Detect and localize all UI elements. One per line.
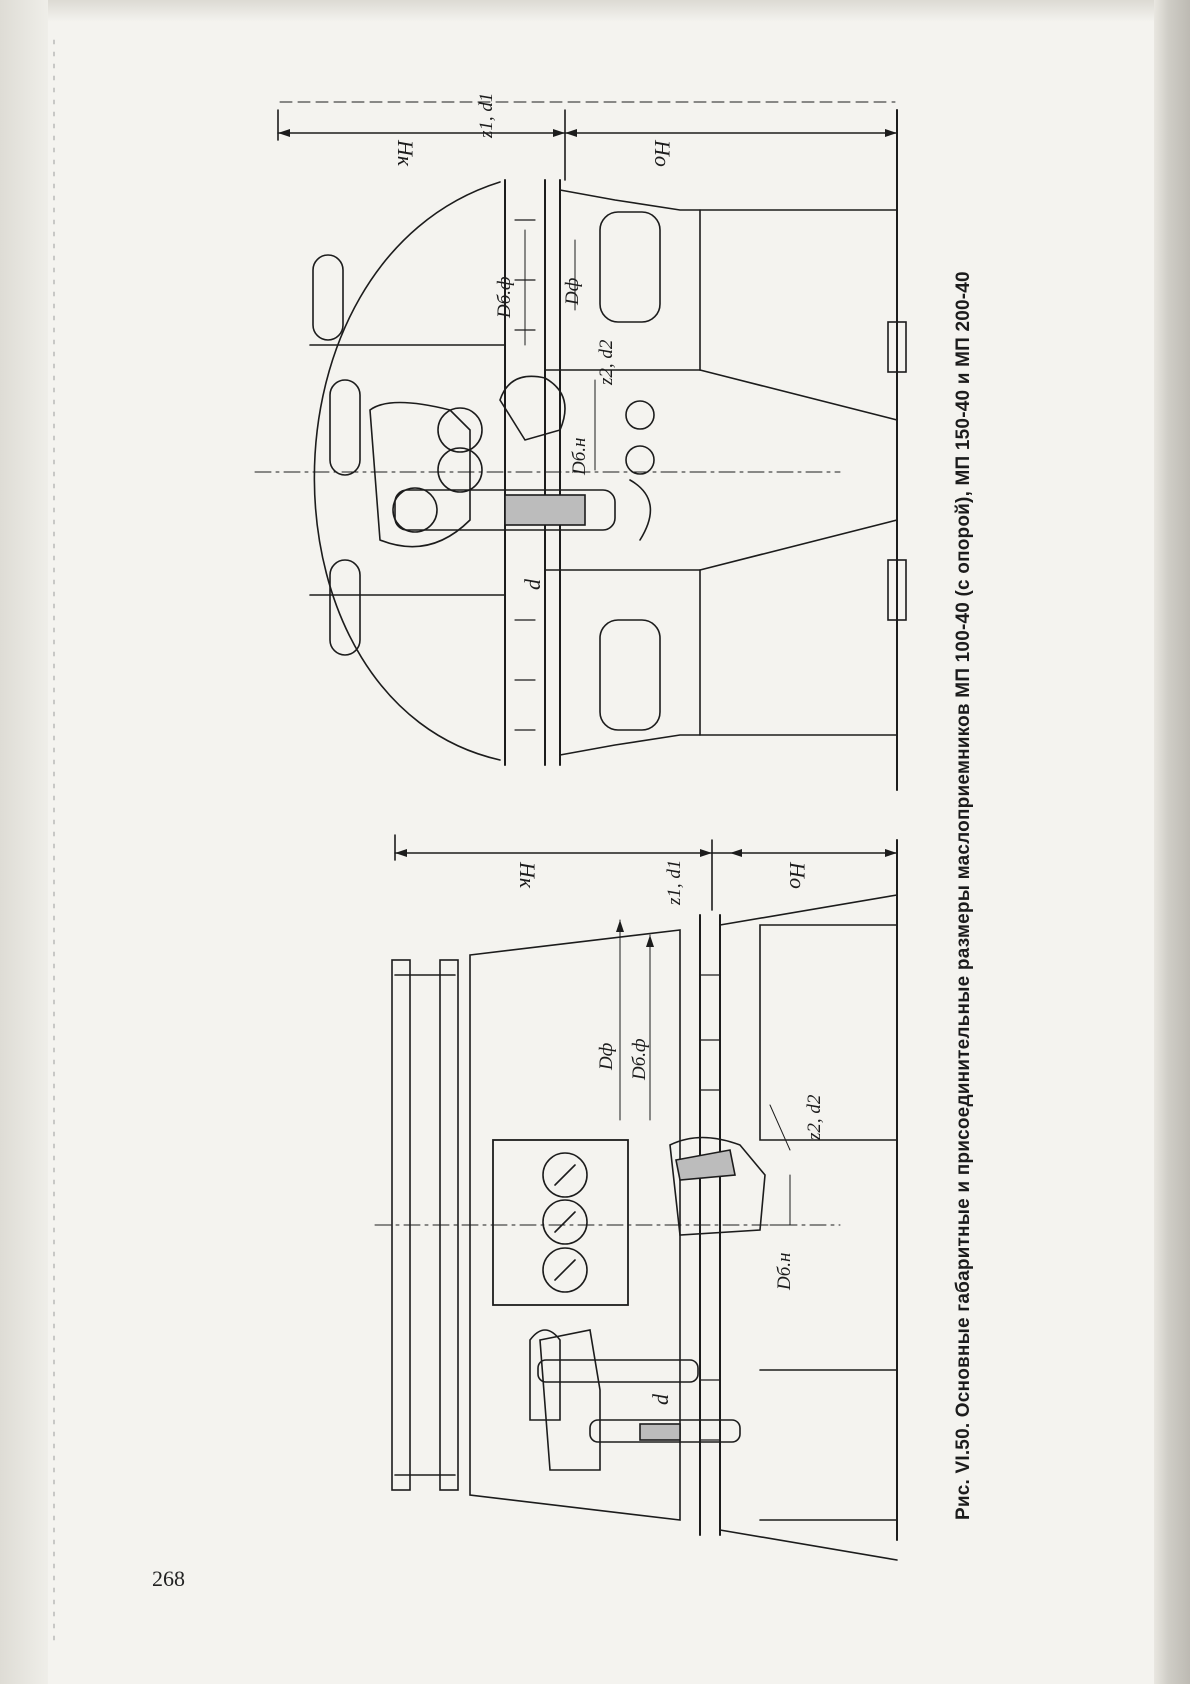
label-top-dbn: Dб.н <box>569 438 590 476</box>
figure-caption: Рис. VI.50. Основные габаритные и присое… <box>953 271 975 1520</box>
label-top-hk: Hк <box>393 139 418 167</box>
label-top-z1d1: z1, d1 <box>476 93 497 139</box>
label-bottom-d: d <box>648 1393 673 1405</box>
label-top-dbf: Dб.ф <box>494 276 515 319</box>
label-bottom-dbf: Dб.ф <box>629 1038 650 1081</box>
label-bottom-z1d1: z1, d1 <box>664 860 685 906</box>
label-top-df: Dф <box>562 278 583 306</box>
label-bottom-dbn: Dб.н <box>774 1253 795 1291</box>
label-bottom-ho: Hо <box>785 861 810 889</box>
label-top-d: d <box>520 578 545 590</box>
page-number: 268 <box>152 1566 185 1592</box>
label-bottom-df: Dф <box>596 1043 617 1071</box>
label-top-z2d2: z2, d2 <box>596 339 617 386</box>
label-bottom-hk: Hк <box>515 861 540 889</box>
label-top-ho: Hо <box>650 139 675 167</box>
label-bottom-z2d2: z2, d2 <box>804 1094 825 1141</box>
